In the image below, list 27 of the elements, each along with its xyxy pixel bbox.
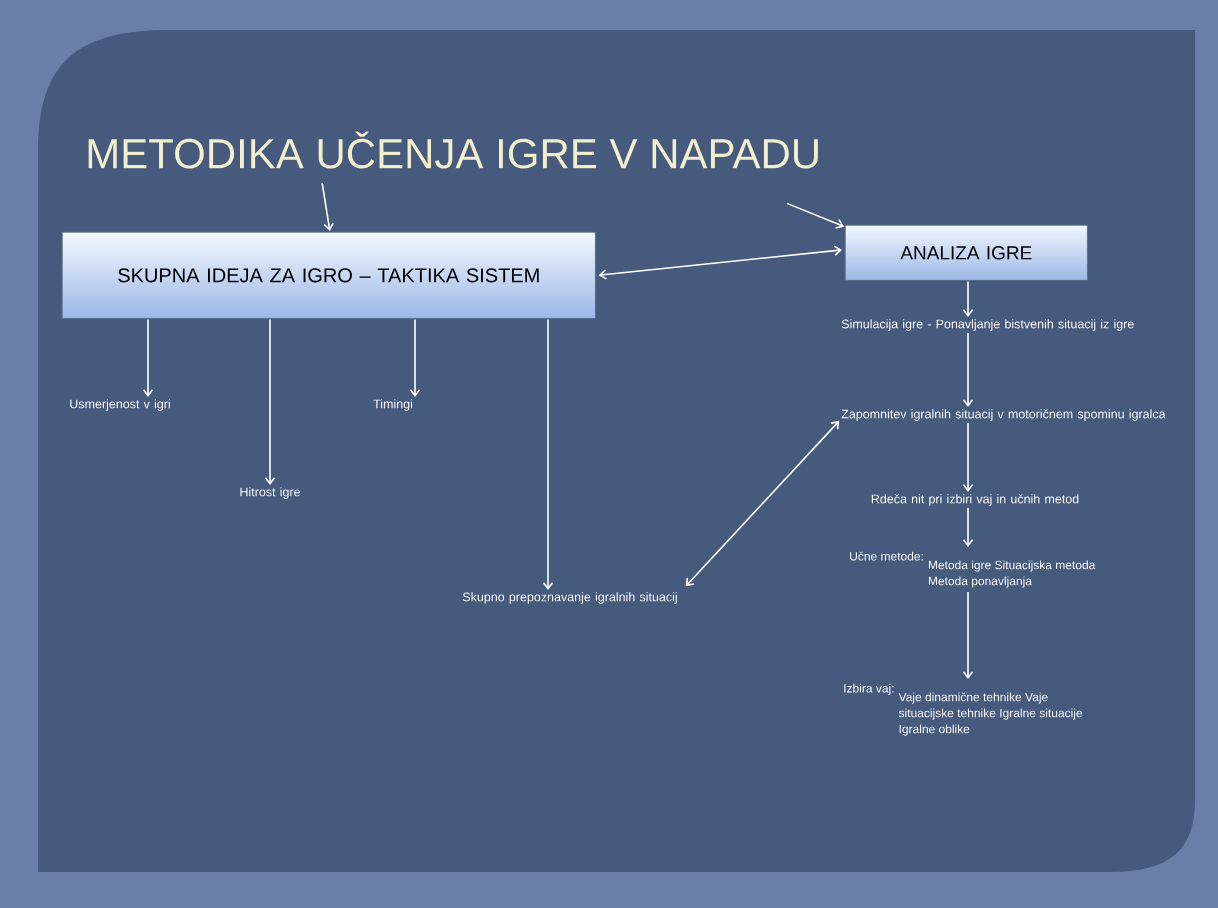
step-text: Simulacija igre - Ponavljanje bistvenih situacij iz igre [841, 319, 1134, 331]
arrow [962, 422, 974, 492]
step-text: Skupno prepoznavanje igralnih situacij [462, 592, 677, 604]
step-text: Timingi [373, 399, 413, 411]
step-text: Hitrost igre [240, 487, 300, 499]
arrow [409, 318, 421, 397]
slide-title: METODIKA UČENJA IGRE V NAPADU [88, 131, 818, 169]
arrow [962, 507, 974, 547]
list-heading: Izbira vaj: [844, 683, 894, 695]
arrow [264, 318, 276, 485]
list-text: Metoda igre Situacijska metoda Metoda ponavljanja [928, 560, 1096, 588]
arrow [962, 591, 974, 679]
list-heading: Učne metode: [850, 551, 923, 561]
arrow [962, 332, 974, 407]
list-text: Vaje dinamične tehnike Vaje situacijske tehnike Igralne situacije Igralne oblike [898, 692, 1083, 736]
process-box: ANALIZA IGRE [845, 225, 1088, 281]
step-text: Rdeča nit pri izbiri vaj in učnih metod [871, 494, 1079, 506]
arrow [685, 420, 840, 587]
step-text: Usmerjenost v igri [70, 399, 170, 411]
arrow [542, 318, 554, 590]
arrow [786, 202, 845, 229]
arrow [962, 280, 974, 317]
step-text: Zapomnitev igralnih situacij v motoričnem spominu igralca [841, 409, 1166, 421]
process-box: SKUPNA IDEJA ZA IGRO – TAKTIKA SISTEM [62, 232, 596, 319]
arrow [142, 318, 154, 397]
arrow [321, 182, 334, 231]
arrow [598, 245, 842, 280]
